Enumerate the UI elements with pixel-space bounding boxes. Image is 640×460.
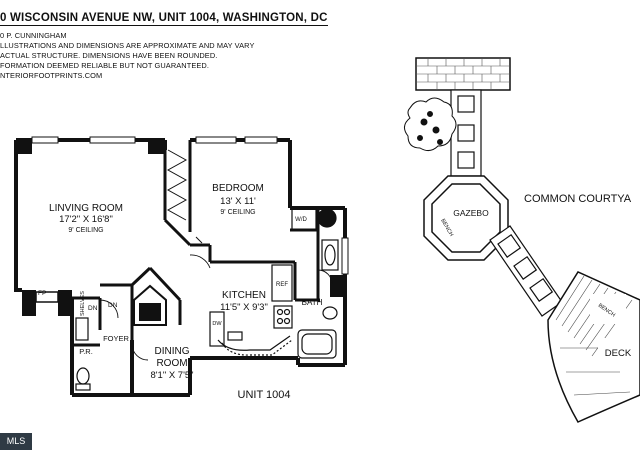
living-room-dims: 17'2" X 16'8" <box>59 214 113 225</box>
door-swings <box>99 254 333 361</box>
unit-label: UNIT 1004 <box>238 389 291 401</box>
mls-badge: MLS <box>0 433 32 450</box>
dn-label-foyer: DN <box>88 305 98 312</box>
disclaimer-line-1: LLUSTRATIONS AND DIMENSIONS ARE APPROXIM… <box>0 41 255 50</box>
stone-path-north <box>450 89 482 177</box>
disclaimer-line-3: FORMATION DEEMED RELIABLE BUT NOT GUARAN… <box>0 61 210 70</box>
deck-label: DECK <box>605 348 632 359</box>
kitchen-dims: 11'5" X 9'3" <box>220 302 268 313</box>
gazebo-label: GAZEBO <box>453 208 489 218</box>
powder-room-label: P.R. <box>79 347 93 356</box>
courtyard-label: COMMON COURTYA <box>524 193 632 205</box>
wd-label: W/D <box>295 217 307 223</box>
windows <box>31 136 349 275</box>
credit-line: 0 P. CUNNINGHAM <box>0 31 67 40</box>
closet-shelving <box>133 284 167 326</box>
fp-label: FP <box>38 290 46 297</box>
bath-fixtures <box>297 239 339 359</box>
dining-room-name-2: ROOM <box>156 358 187 369</box>
kitchen-fixtures <box>209 264 293 356</box>
dn-label-entry: DN <box>108 302 118 309</box>
powder-room-fixtures <box>75 317 91 391</box>
living-room-name: LINVING ROOM <box>49 203 123 214</box>
dining-room-dims: 8'1" X 7'5" <box>150 370 193 381</box>
closet-doors <box>166 149 203 244</box>
tree-icon <box>404 97 457 152</box>
bedroom-dims: 13' X 11' <box>220 196 256 207</box>
living-room-ceiling: 9' CEILING <box>68 227 103 234</box>
dining-room-name: DINING <box>155 346 190 357</box>
website-line: NTERIORFOOTPRINTS.COM <box>0 71 103 80</box>
deck <box>547 271 640 423</box>
interior-walls <box>72 140 320 347</box>
foyer-label: FOYER <box>103 334 129 343</box>
bedroom-name: BEDROOM <box>212 183 264 194</box>
gazebo <box>423 175 509 261</box>
columns <box>16 140 345 316</box>
bath-label: BATH <box>302 298 323 307</box>
kitchen-name: KITCHEN <box>222 290 266 301</box>
dw-label: DW <box>212 321 222 327</box>
bedroom-ceiling: 9' CEILING <box>220 209 255 216</box>
ref-label: REF <box>276 282 288 288</box>
fireplace <box>35 291 59 303</box>
washer-dryer <box>291 207 337 231</box>
address-title: 0 WISCONSIN AVENUE NW, UNIT 1004, WASHIN… <box>0 12 328 26</box>
disclaimer-line-2: ACTUAL STRUCTURE. DIMENSIONS HAVE BEEN R… <box>0 51 218 60</box>
brick-wall <box>415 57 511 91</box>
shelves-label: SHELVES <box>80 291 86 316</box>
stone-path-diagonal <box>489 225 563 317</box>
